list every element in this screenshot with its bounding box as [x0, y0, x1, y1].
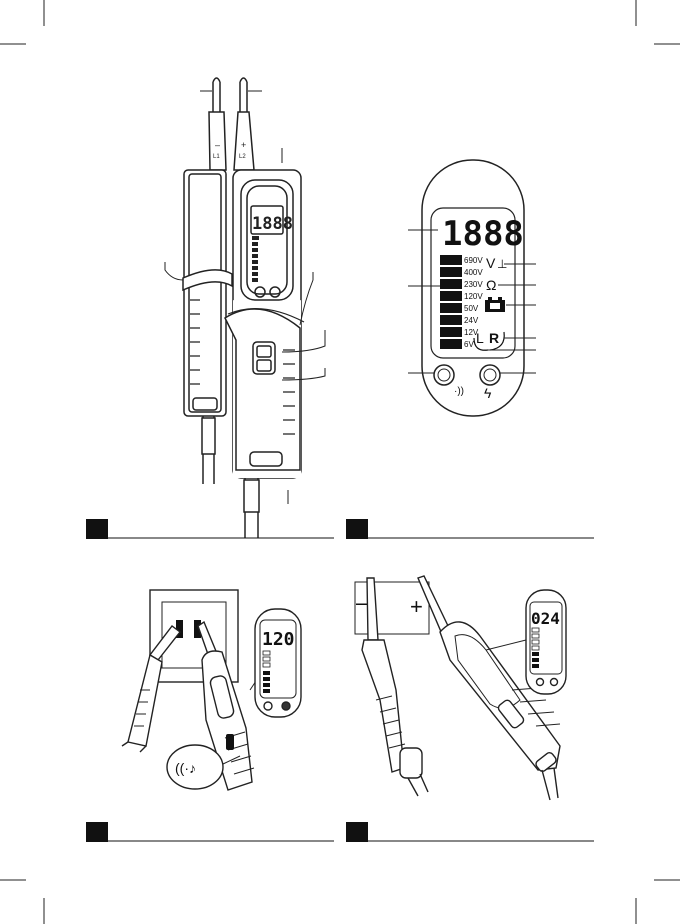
test-button-right	[480, 365, 500, 385]
right-rotation-indicator: R	[489, 330, 499, 346]
plus-sign: +	[241, 140, 246, 150]
buzzer-note: ((·♪	[175, 760, 196, 776]
section-marker-4	[346, 822, 594, 842]
scale-6v: 6V	[464, 340, 474, 349]
battery-example-bars	[532, 652, 539, 668]
display-digits: 1888	[442, 214, 524, 254]
socket-example-digits: 120	[262, 629, 295, 650]
l2-label: L2	[239, 154, 246, 160]
test-button-left	[434, 365, 454, 385]
l1-label: L1	[213, 154, 220, 160]
scale-400v: 400V	[464, 268, 483, 277]
left-handle	[184, 170, 226, 416]
volt-symbol: V	[486, 255, 496, 271]
section-marker-3	[86, 822, 334, 842]
small-display-digits: 1888	[252, 214, 293, 234]
scale-230v: 230V	[464, 280, 483, 289]
minus-sign: –	[215, 140, 220, 150]
section-marker-1	[86, 519, 334, 539]
lightning-icon: ϟ	[484, 385, 492, 401]
scale-50v: 50V	[464, 304, 479, 313]
battery-plus: +	[410, 594, 423, 619]
sound-icon: ·))	[454, 386, 464, 397]
section-marker-2	[346, 519, 594, 539]
left-rotation-indicator: L	[476, 330, 484, 346]
scale-120v: 120V	[464, 292, 483, 301]
figure-socket-test: 120 ((·♪	[122, 590, 301, 790]
figure-display-detail: 1888 690V 400V 230V 120V 50V 24V 12V 6V …	[408, 160, 536, 416]
scale-24v: 24V	[464, 316, 479, 325]
scale-690v: 690V	[464, 256, 483, 265]
ohm-symbol: Ω	[486, 277, 496, 293]
battery-example-digits: 024	[531, 609, 560, 628]
figure-battery-test: – + 024	[355, 576, 566, 800]
figure-tester-overview: – L1 + L2 1888	[165, 78, 325, 538]
